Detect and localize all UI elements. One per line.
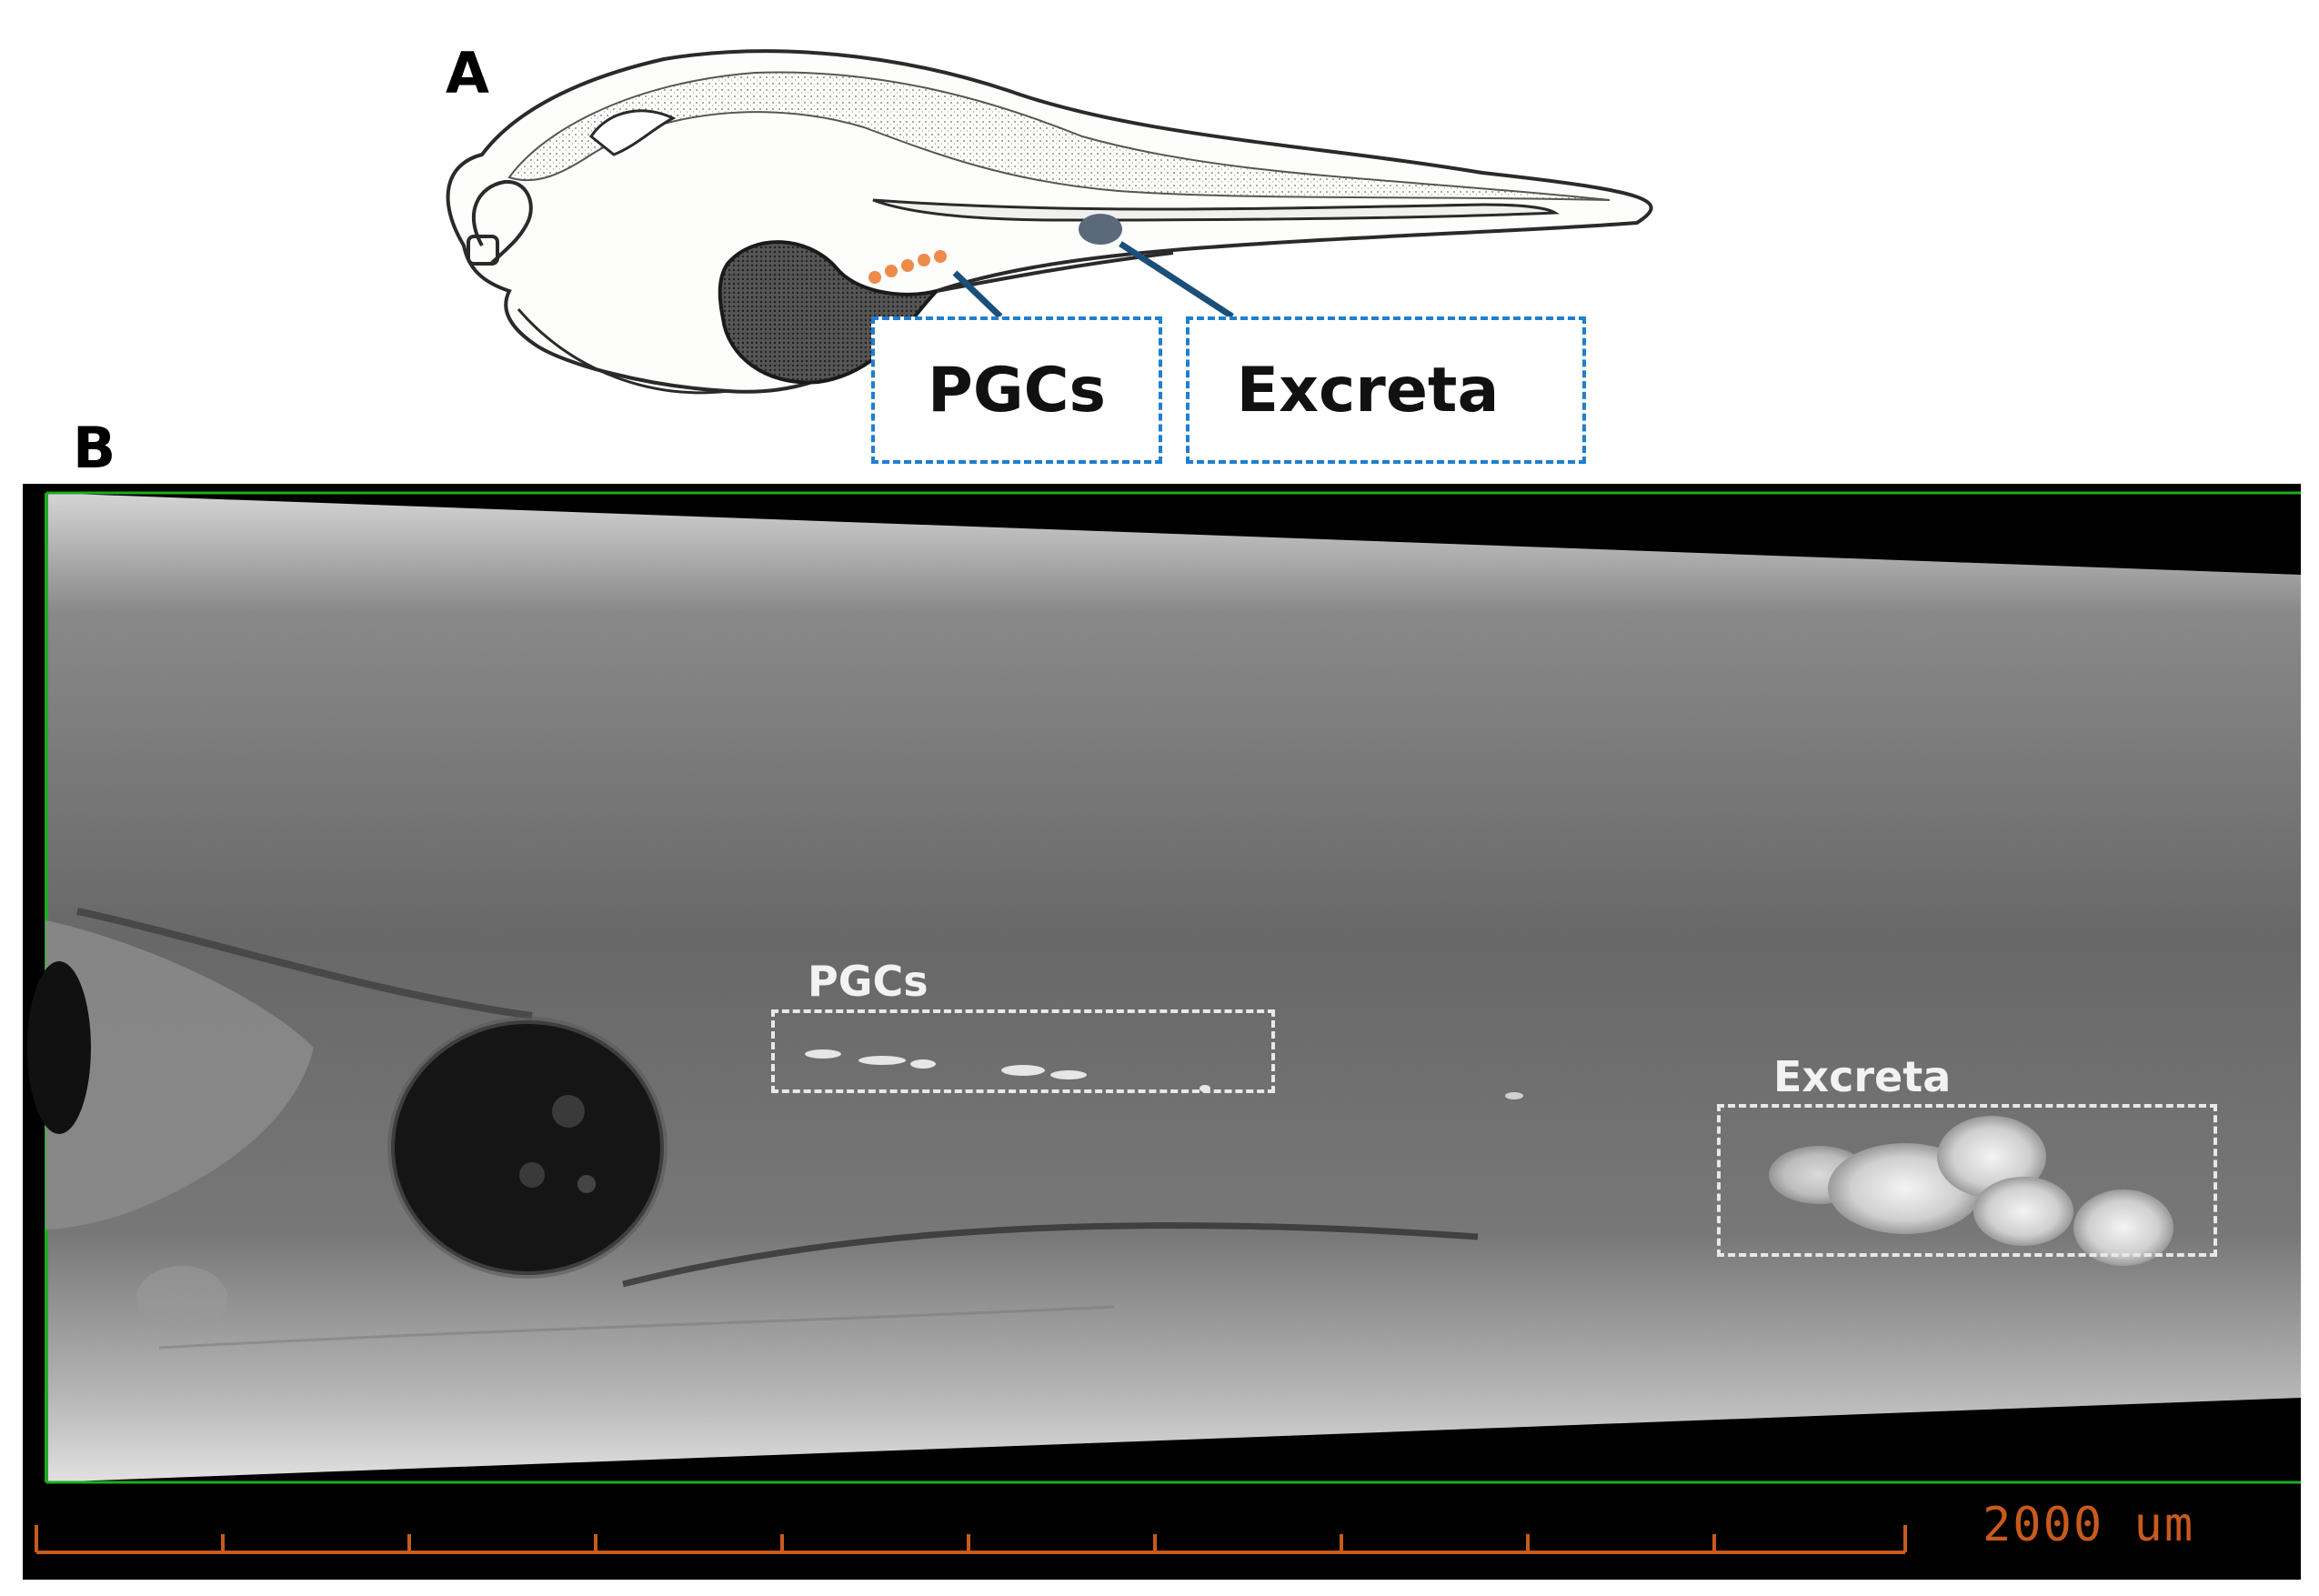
- pgcs-leader-line: [952, 270, 1003, 319]
- pgcs-callout-label: PGCs: [927, 354, 1107, 427]
- excreta-leader-line: [1119, 241, 1234, 319]
- micro-ct-image: PGCs Excreta 2000 um: [23, 484, 2301, 1580]
- panel-a-label: A: [446, 40, 489, 106]
- pgc-dots: [868, 250, 947, 284]
- head-outline: [472, 179, 533, 266]
- notochord: [872, 198, 1561, 222]
- excreta-roi-label: Excreta: [1773, 1052, 1952, 1101]
- dark-yolk-region: [391, 1020, 664, 1275]
- dorsal-tissue: [507, 71, 1611, 201]
- pgcs-roi-box: [771, 1009, 1275, 1093]
- excreta-marker: [1079, 214, 1122, 245]
- panel-b-label: B: [73, 415, 116, 481]
- scale-bar-label: 2000 um: [1983, 1498, 2195, 1552]
- excreta-signal: [1769, 1116, 2173, 1266]
- pgc-signal: [805, 1049, 1210, 1092]
- embryo-head-region: [45, 920, 314, 1230]
- pgcs-callout-box: PGCs: [871, 316, 1162, 464]
- excreta-callout-label: Excreta: [1236, 354, 1500, 427]
- pgcs-roi-label: PGCs: [808, 957, 929, 1006]
- zebrafish-embryo-illustration: [446, 49, 1653, 395]
- excreta-roi-box: [1717, 1104, 2217, 1257]
- scale-bar: [35, 1525, 1907, 1554]
- excreta-callout-box: Excreta: [1186, 316, 1586, 464]
- eye: [467, 235, 499, 266]
- ventral-line: [622, 1222, 1479, 1288]
